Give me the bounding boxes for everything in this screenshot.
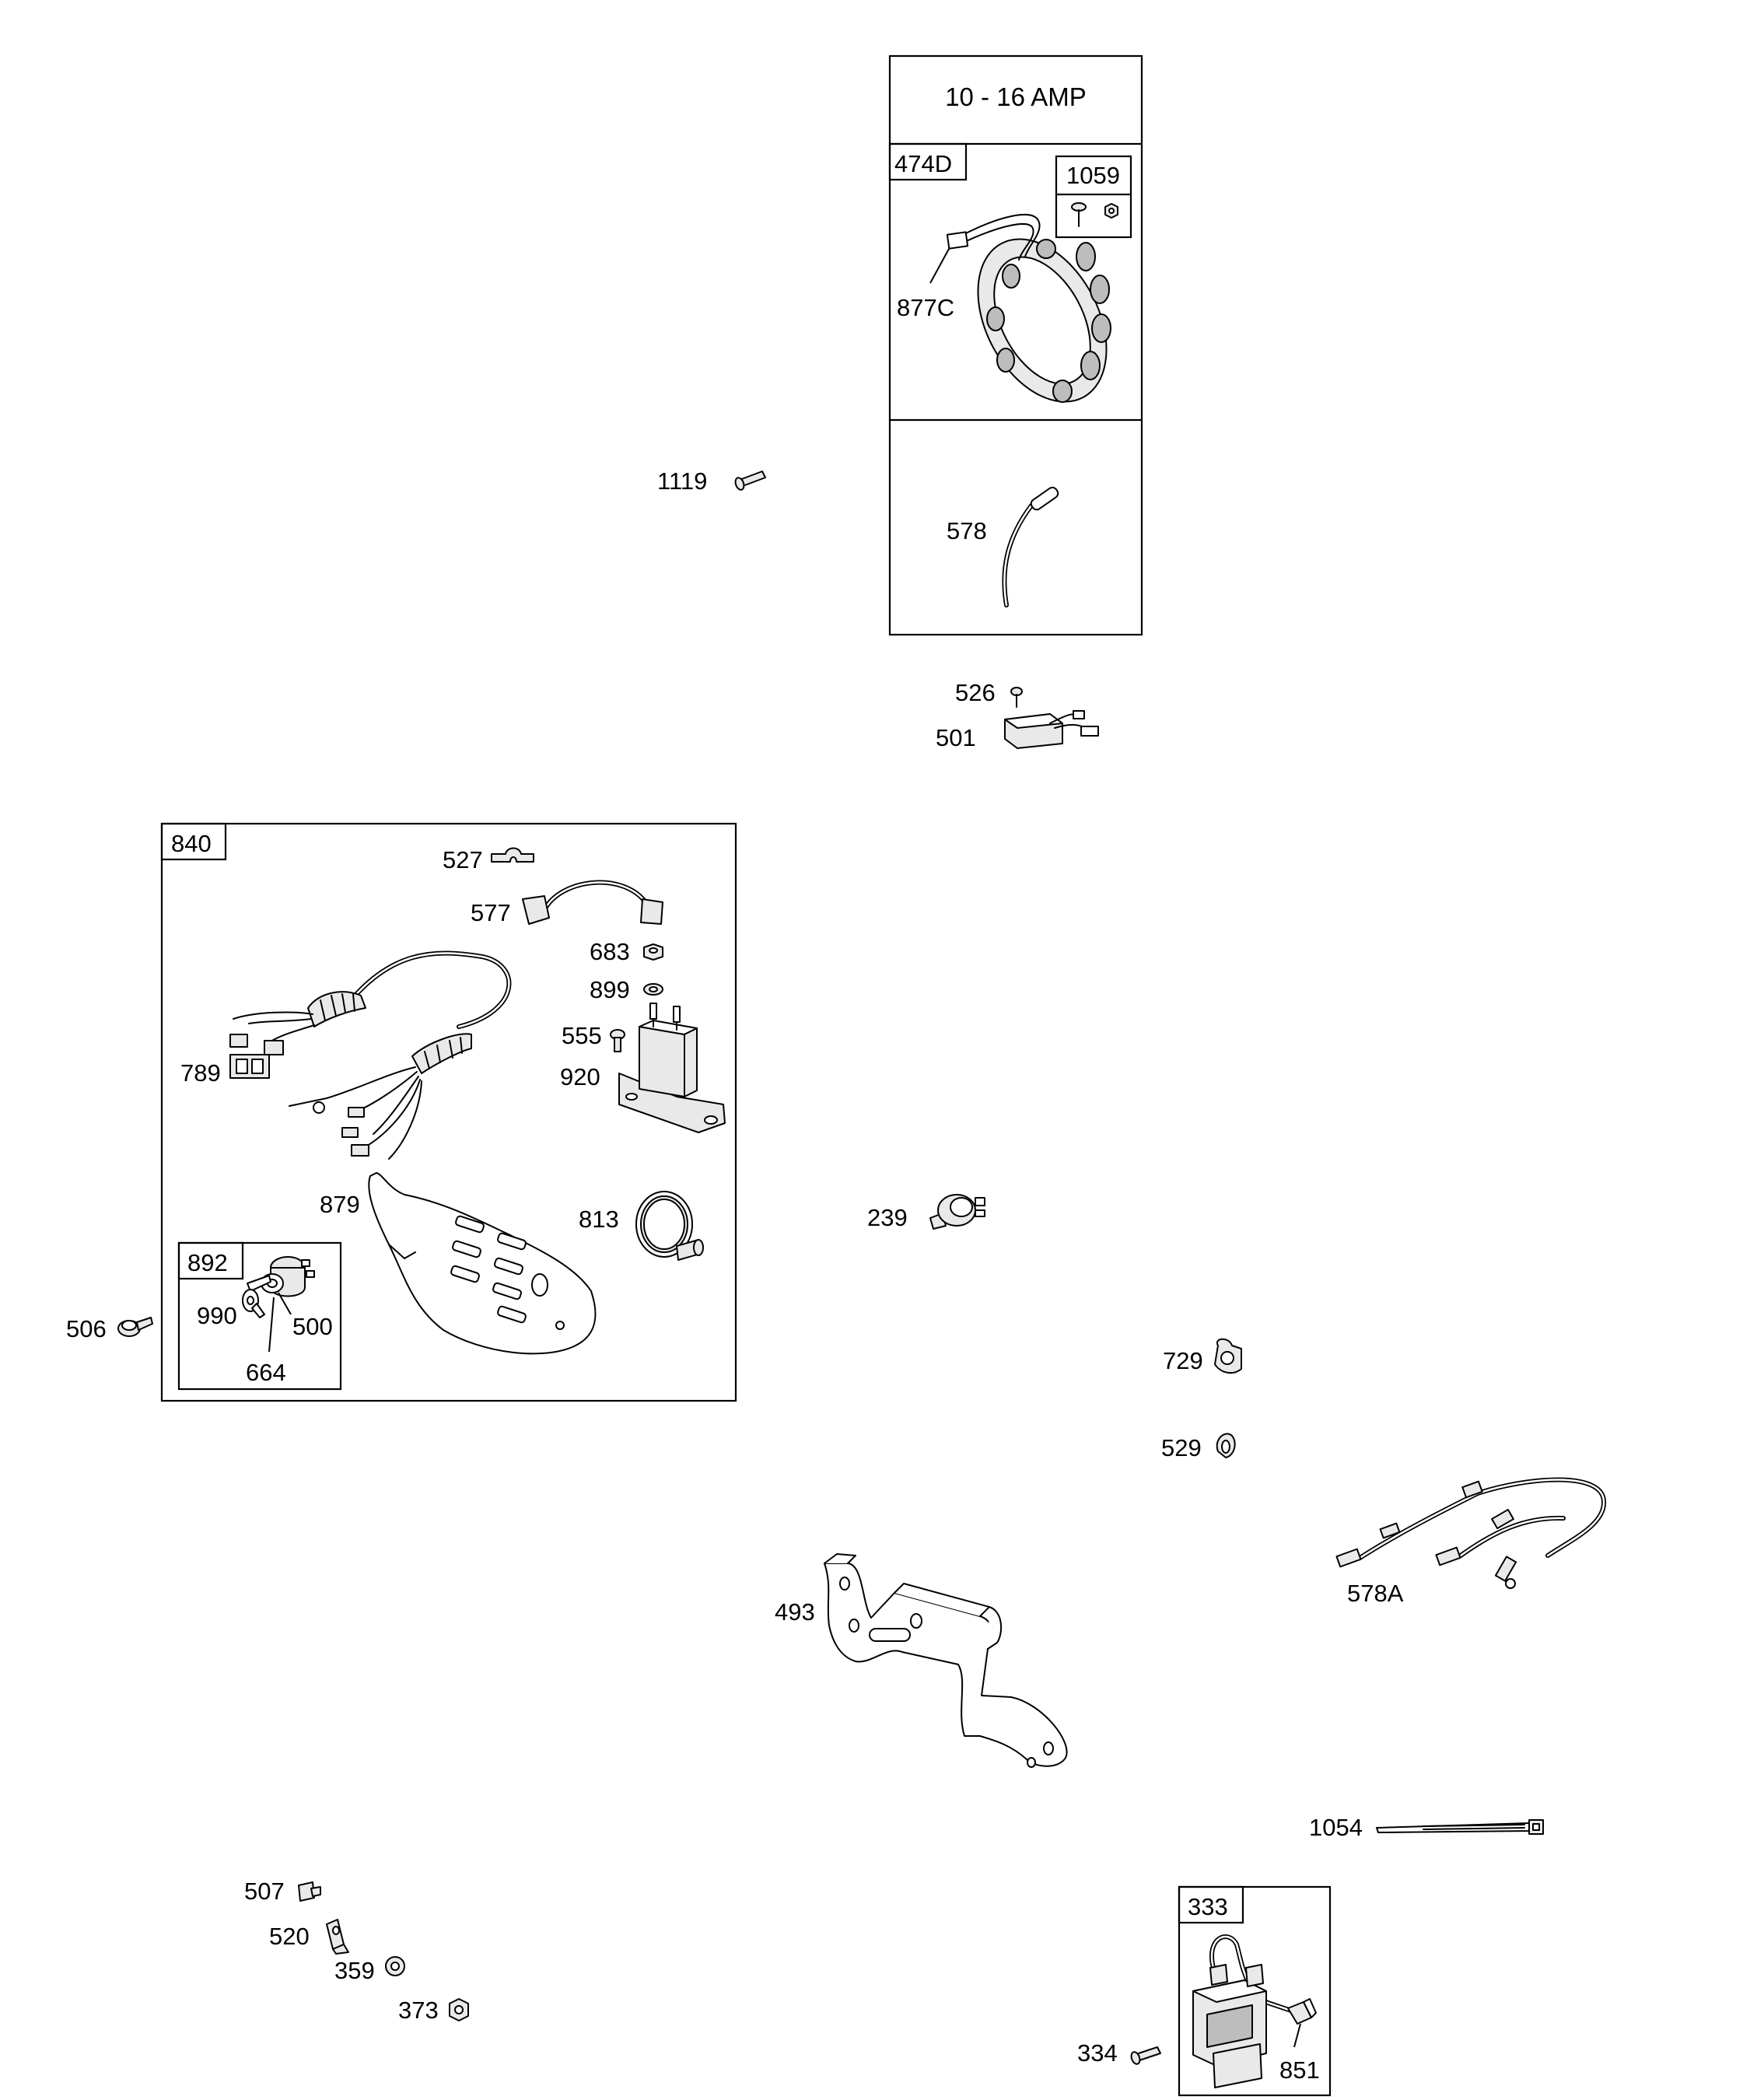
callout-789: 789 — [180, 1059, 221, 1087]
part-1119-screw: 1119 — [657, 467, 766, 495]
part-578-harness-lead: 578 — [947, 486, 1059, 607]
amp-rating-label: 10 - 16 AMP — [945, 82, 1087, 111]
callout-577: 577 — [471, 899, 511, 926]
screw-icon — [1071, 202, 1087, 227]
callout-474D: 474D — [894, 150, 952, 177]
part-877C-stator: 877C — [897, 213, 1111, 403]
callout-529: 529 — [1161, 1434, 1202, 1461]
part-920-solenoid: 920 — [560, 1003, 726, 1133]
part-899-washer: 899 — [590, 976, 663, 1003]
callout-1059: 1059 — [1066, 162, 1120, 189]
callout-493: 493 — [775, 1598, 815, 1626]
tag-474D-frame — [888, 142, 968, 181]
part-1059-hardware-kit: 1059 — [1055, 155, 1132, 239]
part-555-screw: 555 — [562, 1022, 625, 1052]
callout-920: 920 — [560, 1063, 600, 1090]
callout-879: 879 — [320, 1191, 360, 1218]
part-813-hose-clamp: 813 — [579, 1191, 704, 1261]
callout-578A: 578A — [1347, 1580, 1404, 1607]
wiring-group-840: 840 527 577 683 899 555 — [160, 822, 737, 1402]
part-506-bolt: 506 — [66, 1315, 153, 1342]
group-892-frame — [177, 1241, 342, 1391]
part-527-clip: 527 — [443, 846, 534, 873]
part-879-bracket: 879 — [320, 1172, 597, 1355]
part-239-pressure-switch: 239 — [867, 1194, 985, 1231]
callout-840: 840 — [171, 830, 212, 857]
part-334-screw: 334 — [1077, 2039, 1161, 2067]
part-529-clip: 529 — [1161, 1433, 1236, 1461]
alternator-group-frame — [888, 54, 1143, 636]
part-578A-harness: 578A — [1335, 1477, 1606, 1607]
callout-526: 526 — [955, 679, 996, 706]
part-526-screw: 526 — [955, 679, 1023, 708]
harness-ribs — [320, 993, 463, 1069]
callout-501: 501 — [936, 724, 976, 751]
callout-555: 555 — [562, 1022, 602, 1049]
callout-359: 359 — [334, 1957, 375, 1984]
callout-239: 239 — [867, 1204, 908, 1231]
callout-520: 520 — [269, 1923, 310, 1950]
callout-500: 500 — [292, 1313, 333, 1340]
part-1054-cable-tie: 1054 — [1309, 1814, 1544, 1841]
ignition-switch-500 — [261, 1256, 315, 1297]
callout-1054: 1054 — [1309, 1814, 1363, 1841]
key-664 — [242, 1275, 271, 1318]
callout-373: 373 — [398, 1997, 439, 2024]
callout-683: 683 — [590, 938, 630, 965]
part-493-bracket: 493 — [775, 1553, 1068, 1768]
part-789-wire-harness: 789 — [180, 950, 512, 1160]
callout-729: 729 — [1163, 1347, 1203, 1374]
part-359-lockwasher: 359 — [334, 1956, 405, 1984]
group-333-frame — [1178, 1885, 1332, 2097]
callout-990: 990 — [197, 1302, 237, 1329]
callout-507: 507 — [244, 1878, 285, 1905]
callout-899: 899 — [590, 976, 630, 1003]
callout-506: 506 — [66, 1315, 107, 1342]
part-507-screw: 507 — [244, 1878, 321, 1905]
callout-813: 813 — [579, 1206, 619, 1233]
callout-334: 334 — [1077, 2039, 1118, 2067]
part-520-clip: 520 — [269, 1919, 349, 1955]
part-851-terminal: 851 — [1279, 1998, 1320, 2084]
armature-coil — [1192, 1934, 1293, 2088]
part-577-battery-cable: 577 — [471, 880, 663, 926]
part-892-ignition-switch-kit: 892 990 500 664 — [177, 1241, 342, 1391]
part-373-nut: 373 — [398, 1997, 469, 2024]
callout-877C: 877C — [897, 294, 954, 321]
callout-578: 578 — [947, 517, 987, 544]
callout-892: 892 — [187, 1249, 228, 1276]
callout-1119: 1119 — [657, 467, 707, 495]
part-501-regulator: 501 — [936, 710, 1099, 751]
part-333-armature-group: 333 851 — [1178, 1885, 1332, 2097]
callout-333: 333 — [1188, 1893, 1228, 1920]
callout-664: 664 — [246, 1359, 286, 1386]
group-840-frame — [160, 822, 737, 1402]
alternator-group: 10 - 16 AMP 474D 1059 — [888, 54, 1143, 636]
callout-851: 851 — [1279, 2056, 1320, 2084]
part-729-clip: 729 — [1163, 1338, 1242, 1374]
nut-icon — [1104, 203, 1118, 219]
callout-527: 527 — [443, 846, 483, 873]
part-683-nut: 683 — [590, 938, 663, 965]
